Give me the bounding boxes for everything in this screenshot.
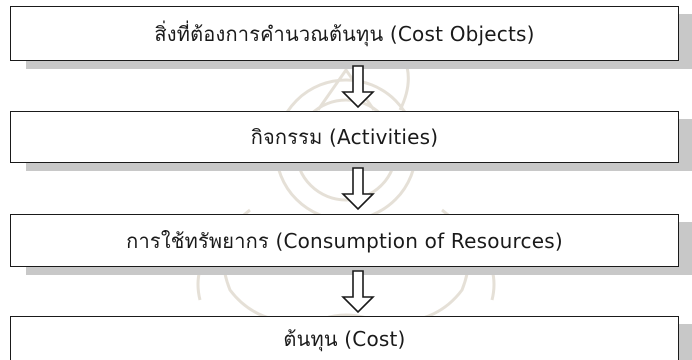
down-arrow-icon [341,167,375,211]
flow-step-label: การใช้ทรัพยากร (Consumption of Resources… [126,228,563,253]
down-arrow-icon [341,65,375,109]
flow-step-cost: ต้นทุน (Cost) [10,316,679,360]
flow-step-label: ต้นทุน (Cost) [283,326,406,351]
flow-step-label: กิจกรรม (Activities) [250,125,439,149]
flow-step-activities: กิจกรรม (Activities) [10,111,679,163]
flow-step-cost-objects: สิ่งที่ต้องการคำนวณต้นทุน (Cost Objects) [10,6,679,61]
down-arrow-icon [341,270,375,314]
flow-step-label: สิ่งที่ต้องการคำนวณต้นทุน (Cost Objects) [154,21,535,46]
flow-step-consumption-of-resources: การใช้ทรัพยากร (Consumption of Resources… [10,214,679,267]
